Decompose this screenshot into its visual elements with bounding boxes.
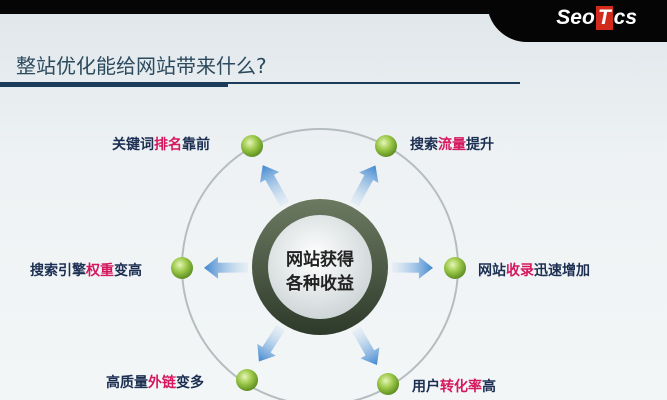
node-backlinks [236, 369, 258, 391]
label-pre: 关键词 [112, 137, 154, 153]
label-hl: 转化率 [440, 379, 482, 395]
node-rank [241, 135, 263, 157]
benefit-label-rank: 关键词排名靠前 [112, 134, 210, 154]
label-hl: 外链 [148, 375, 176, 391]
page-title: 整站优化能给网站带来什么? [16, 54, 267, 78]
node-traffic [375, 135, 397, 157]
node-weight [171, 257, 193, 279]
label-hl: 流量 [438, 137, 466, 153]
label-pre: 搜索 [410, 137, 438, 153]
label-hl: 权重 [86, 263, 114, 279]
arrow-index [391, 256, 434, 279]
node-index [444, 257, 466, 279]
label-post: 变多 [176, 375, 204, 391]
label-post: 提升 [466, 137, 494, 153]
title-divider-accent [0, 82, 228, 87]
label-pre: 用户 [412, 379, 440, 395]
benefit-label-index: 网站收录迅速增加 [478, 260, 590, 280]
label-pre: 搜索引擎 [30, 263, 86, 279]
label-post: 高 [482, 379, 496, 395]
arrow-weight [203, 256, 249, 279]
benefit-label-backlinks: 高质量外链变多 [106, 372, 204, 392]
label-pre: 网站 [478, 263, 506, 279]
label-post: 迅速增加 [534, 263, 590, 279]
arrow-conversion [351, 326, 380, 365]
label-hl: 排名 [154, 137, 182, 153]
arrow-backlinks [257, 324, 286, 362]
label-post: 靠前 [182, 137, 210, 153]
arrow-rank [260, 165, 290, 207]
node-conversion [377, 373, 399, 395]
arrow-traffic [350, 165, 379, 207]
title-divider [0, 82, 520, 84]
label-pre: 高质量 [106, 375, 148, 391]
label-hl: 收录 [506, 263, 534, 279]
benefit-label-conversion: 用户转化率高 [412, 376, 496, 396]
benefit-label-weight: 搜索引擎权重变高 [30, 260, 142, 280]
label-post: 变高 [114, 263, 142, 279]
benefit-label-traffic: 搜索流量提升 [410, 134, 494, 154]
hub-center [268, 215, 372, 319]
center-label: 网站获得各种收益 [286, 250, 354, 294]
